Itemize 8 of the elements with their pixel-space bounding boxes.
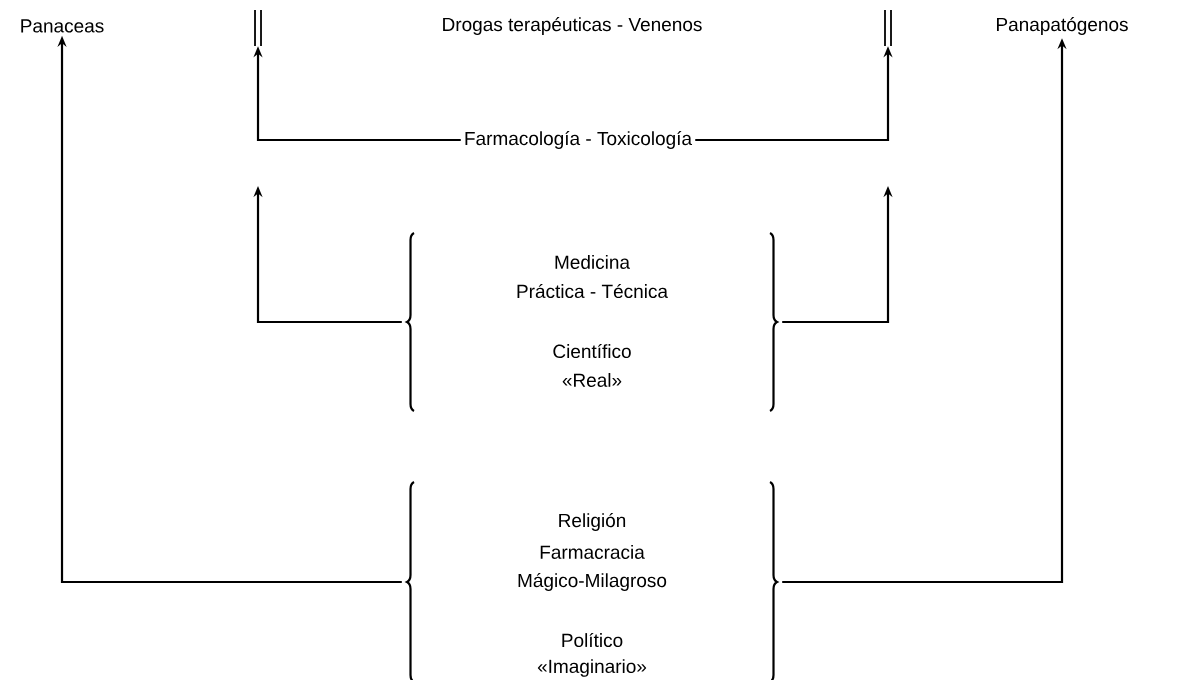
bracketed-group: Religión Farmacracia Mágico-Milagroso Político «Imaginario» <box>405 481 779 680</box>
double-bar <box>254 9 262 47</box>
term-label: Farmacología - Toxicología <box>465 131 693 149</box>
term-label: Drogas terapéuticas - Venenos <box>443 17 702 35</box>
bracketed-group: Medicina Práctica - Técnica Científico «Real» <box>405 232 779 412</box>
term-label: Panapatógenos <box>997 17 1128 35</box>
term-label: Panaceas <box>21 19 104 33</box>
double-bar <box>884 9 892 47</box>
